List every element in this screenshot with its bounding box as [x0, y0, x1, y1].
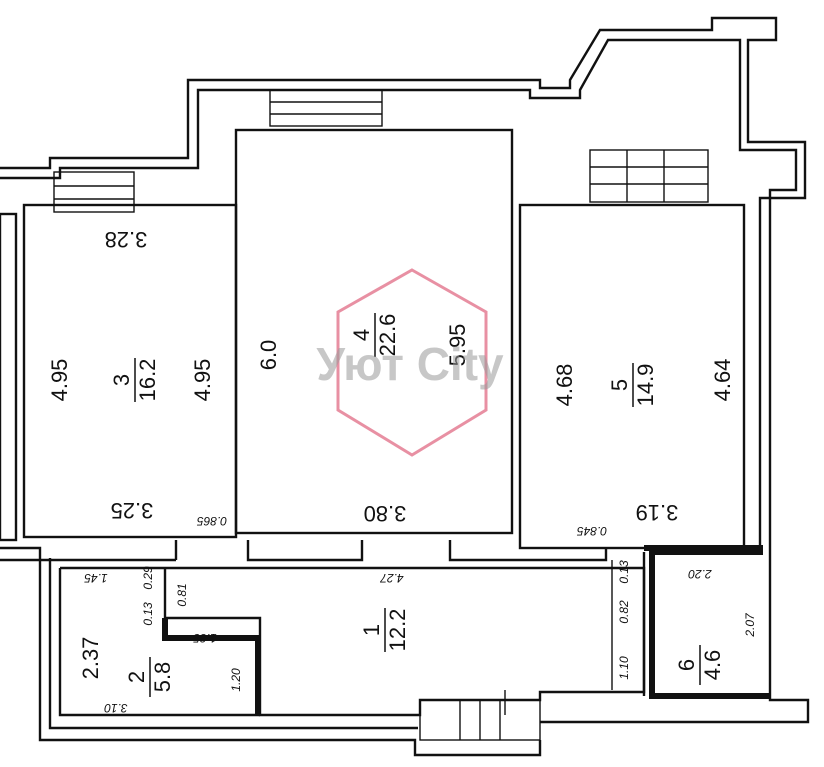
room-4-label: 4 22.6 — [349, 313, 400, 357]
watermark: Уют City — [316, 268, 504, 457]
dim-r6-right: 2.07 — [743, 612, 757, 638]
dim-r1-top: 4.27 — [379, 571, 404, 585]
room-5-area: 14.9 — [633, 364, 658, 407]
room-2-area: 5.8 — [150, 662, 175, 693]
dim-r1-110: 1.10 — [617, 656, 631, 680]
room-6-area: 4.6 — [700, 650, 725, 681]
watermark-text: Уют City — [316, 338, 504, 390]
dim-r1-082: 0.82 — [617, 600, 631, 624]
dim-r5-left: 4.68 — [552, 364, 577, 407]
room-2-number: 2 — [124, 671, 149, 683]
dim-r5-right: 4.64 — [710, 359, 735, 402]
dim-r3-bottom: 3.25 — [111, 498, 154, 523]
dim-r3-top: 3.28 — [105, 227, 148, 252]
room-4-outline — [234, 128, 514, 535]
dim-r2-top: 1.45 — [84, 571, 108, 585]
dim-r4-bottom: 3.80 — [364, 501, 407, 526]
room-3-number: 3 — [109, 374, 134, 386]
dim-r3-left: 4.95 — [47, 359, 72, 402]
room-1-area: 12.2 — [385, 609, 410, 652]
room-6-label: 6 4.6 — [674, 645, 725, 685]
room-3-area: 16.2 — [135, 359, 160, 402]
dim-r6-top: 2.20 — [688, 567, 713, 581]
dim-081: 0.81 — [175, 583, 189, 606]
room-5-number: 5 — [607, 379, 632, 391]
room-4-area: 22.6 — [375, 314, 400, 357]
room-outlines — [0, 128, 770, 717]
dim-r2-bottom: 3.10 — [104, 701, 128, 715]
dim-r2-135: 1.35 — [193, 631, 217, 645]
dim-0865: 0.865 — [197, 514, 227, 528]
dim-r5-bottom: 3.19 — [636, 500, 679, 525]
dim-r2-029: 0.29 — [141, 566, 155, 590]
dim-r3-right: 4.95 — [190, 359, 215, 402]
watermark-hexagon-icon — [336, 268, 488, 457]
room-3-label: 3 16.2 — [109, 358, 160, 402]
dimension-labels: 3.28 4.95 4.95 3.25 6.0 5.95 3.80 4.68 4… — [47, 227, 757, 715]
dim-r1-013: 0.13 — [617, 560, 631, 584]
room-2-label: 2 5.8 — [124, 657, 175, 697]
room-5-label: 5 14.9 — [607, 363, 658, 407]
dim-0845: 0.845 — [577, 524, 607, 538]
dim-r4-right: 5.95 — [445, 324, 470, 367]
room-6-number: 6 — [674, 659, 699, 671]
balcony-hatching — [53, 89, 709, 741]
dim-r2-left: 2.37 — [78, 637, 103, 680]
dim-r4-left: 6.0 — [256, 340, 281, 371]
outer-walls — [0, 16, 810, 757]
room-1-number: 1 — [359, 624, 384, 636]
room-5-outline — [518, 203, 746, 550]
room-4-number: 4 — [349, 329, 374, 341]
dim-r2-right: 1.20 — [229, 668, 243, 692]
dim-r2-013: 0.13 — [141, 602, 155, 626]
partial-room-left — [0, 212, 18, 542]
room-1-label: 1 12.2 — [359, 608, 410, 652]
